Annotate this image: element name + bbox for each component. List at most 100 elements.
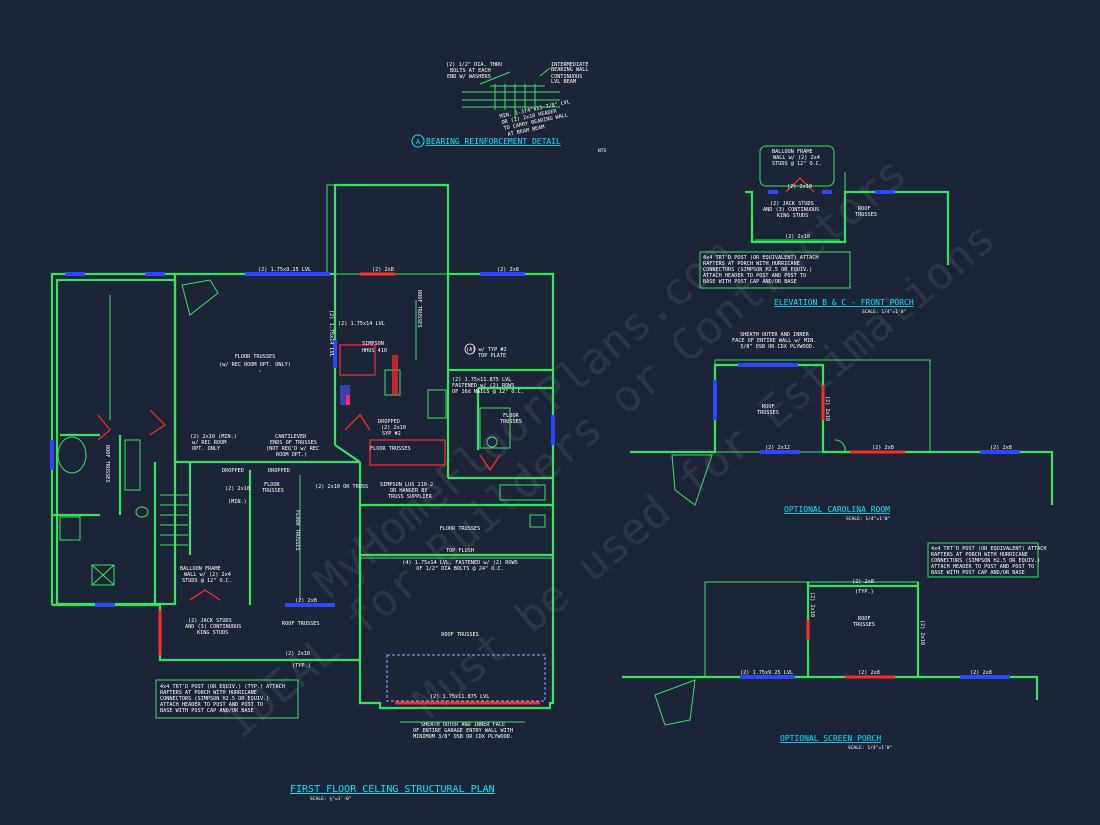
sp-post-2: RAFTERS AT PORCH WITH HURRICANE bbox=[931, 552, 1028, 558]
note-dropped-2: (2) 2x10 bbox=[381, 425, 406, 431]
note-garage-lvl-1: (4) 1.75x14 LVL, FASTENED w/ (2) ROWS bbox=[402, 560, 518, 566]
sp-roof-2: TRUSSES bbox=[853, 622, 875, 628]
detail-marker-letter: A bbox=[416, 138, 421, 146]
cr-side: (2) 2x10 bbox=[824, 396, 830, 421]
sp-roof-1: ROOF bbox=[858, 616, 871, 622]
cr-roof-1: ROOF bbox=[762, 404, 775, 410]
sp-b3: (2) 2x8 bbox=[970, 670, 992, 676]
cr-sheath-1: SHEATH OUTER AND INNER bbox=[740, 332, 810, 338]
note-floor-trusses-stair-1: FLOOR bbox=[264, 482, 280, 488]
note-floor-trusses-right-2: TRUSSES bbox=[500, 419, 522, 425]
note-min: (MIN.) bbox=[228, 499, 247, 505]
cr-b1: (2) 2x12 bbox=[765, 445, 790, 451]
main-plan-title: FIRST FLOOR CELING STRUCTURAL PLAN bbox=[290, 784, 495, 795]
sp-right: (2) 2x10 bbox=[919, 620, 925, 645]
note-balloon-3: STUDS @ 12" O.C. bbox=[182, 578, 232, 584]
front-porch-scale: SCALE: 1/4"=1'0" bbox=[862, 309, 906, 315]
screen-scale: SCALE: 1/4"=1'0" bbox=[848, 745, 892, 751]
note-dropped-3: SYP #2 bbox=[382, 431, 401, 437]
fp-post-4: ATTACH HEADER TO POST AND POST TO bbox=[703, 273, 806, 279]
note-floor-trusses-vert: FLOOR TRUSSES bbox=[294, 510, 300, 551]
note-typ-2: TOP PLATE bbox=[478, 353, 506, 359]
bearing-note-right-2: BEARING WALL bbox=[551, 67, 588, 73]
note-lvl-fastened-2: FASTENED w/ (2) ROWS bbox=[452, 383, 514, 389]
note-or-truss: (2) 2x10 OR TRUSS bbox=[315, 484, 368, 490]
beam-bottom-2x8: (2) 2x8 bbox=[295, 598, 317, 604]
carolina-room-detail: SHEATH OUTER AND INNER FACE OF ENTIRE WA… bbox=[630, 332, 1054, 522]
note-typ: (TYP.) bbox=[292, 663, 311, 669]
half-bath bbox=[479, 407, 511, 449]
bay-top-left bbox=[181, 279, 219, 316]
sp-post-3: CONNECTORS (SIMPSON H2.5 OR EQUIV.) bbox=[931, 558, 1040, 564]
note-cantilever-3: (NOT REQ'D w/ REC bbox=[266, 446, 319, 452]
note-simpson-1: SIMPSON bbox=[362, 341, 384, 347]
fp-roof-2: TRUSSES bbox=[855, 212, 877, 218]
sp-b1: (2) 1.75x9.25 LVL bbox=[740, 670, 793, 676]
note-cantilever-4: ROOM OPT.) bbox=[276, 452, 307, 458]
note-balloon-1: BALLOON FRAME bbox=[180, 566, 221, 572]
fp-post-3: CONNECTORS (SIMPSON H2.5 OR EQUIV.) bbox=[703, 267, 812, 273]
fp-jack-2: AND (3) CONTINUOUS bbox=[763, 207, 819, 213]
beam-top-right-2x8: (2) 2x8 bbox=[497, 267, 519, 273]
washer bbox=[91, 564, 115, 586]
fp-jack-1: (2) JACK STUDS bbox=[770, 201, 814, 207]
note-lvl-fastened-3: OF 16d NAILS @ 12" O.C. bbox=[452, 389, 524, 395]
note-rec-room-only: (w/ REC ROOM OPT. ONLY) bbox=[219, 362, 291, 368]
note-roof-trusses-porch: ROOF TRUSSES bbox=[282, 621, 319, 627]
sp-top: (2) 2x8 bbox=[852, 579, 874, 585]
note-cantilever-1: CANTILEVER bbox=[275, 434, 307, 440]
fp-jack-3: KING STUDS bbox=[777, 213, 808, 219]
sp-post-4: ATTACH HEADER TO POST AND POST TO bbox=[931, 564, 1034, 570]
screen-title: OPTIONAL SCREEN PORCH bbox=[780, 734, 881, 743]
fp-bottom: (2) 2x10 bbox=[785, 234, 810, 240]
main-plan-scale: SCALE: ¼"=1'-0" bbox=[310, 796, 352, 802]
beam-top-lvl: (2) 1.75x9.25 LVL bbox=[258, 267, 311, 273]
sp-b2: (2) 2x8 bbox=[858, 670, 880, 676]
bearing-note-left-1: (2) 1/2" DIA. THRU bbox=[446, 62, 502, 68]
note-jack-1: (2) JACK STUDS bbox=[188, 618, 232, 624]
sp-typ: (TYP.) bbox=[855, 589, 874, 595]
cr-b3: (2) 2x8 bbox=[990, 445, 1012, 451]
fp-post-2: RAFTERS AT PORCH WITH HURRICANE bbox=[703, 261, 800, 267]
note-roof-trusses-vert: ROOF TRUSSES bbox=[416, 290, 422, 327]
porch-post-1: 4x4 TRT'D POST (OR EQUIV.) (TYP.) ATTACH bbox=[160, 684, 285, 690]
note-simpson-lus-3: TRUSS SUPPLIER bbox=[388, 494, 433, 500]
bearing-note-right-4: LVL BEAM bbox=[551, 79, 576, 85]
note-jack-2: AND (3) CONTINUOUS bbox=[185, 624, 241, 630]
note-jack-3: KING STUDS bbox=[197, 630, 228, 636]
note-typ-1: (A) w/ TYP #2 bbox=[466, 347, 507, 353]
carolina-scale: SCALE: 1/4"=1'0" bbox=[846, 516, 890, 522]
note-dropped-a: DROPPED bbox=[222, 468, 244, 474]
carolina-title: OPTIONAL CAROLINA ROOM bbox=[784, 505, 890, 514]
note-roof-trusses-garage: ROOF TRUSSES bbox=[441, 632, 478, 638]
cr-b2: (2) 2x8 bbox=[872, 445, 894, 451]
detail-marker bbox=[411, 134, 425, 148]
note-top-flush: TOP FLUSH bbox=[446, 548, 474, 554]
front-porch-title: ELEVATION B & C - FRONT PORCH bbox=[774, 298, 914, 307]
sp-post-5: BASE WITH POST CAP AND/OR BASE bbox=[931, 570, 1025, 576]
beam-stair-2x10: (2) 2x10 bbox=[225, 486, 250, 492]
note-floor-trusses-kitchen: FLOOR TRUSSES bbox=[370, 446, 411, 452]
note-lvl-fastened-1: (2) 1.75x11.875 LVL bbox=[452, 377, 511, 383]
range bbox=[427, 389, 447, 419]
fp-balloon-2: WALL w/ (2) 2x4 bbox=[773, 155, 820, 161]
pantry-shelf bbox=[499, 484, 546, 501]
note-floor-trusses-stair-2: TRUSSES bbox=[262, 488, 284, 494]
note-simpson-2: HHUS 410 bbox=[362, 348, 387, 354]
bearing-note-left-3: END W/ WASHERS bbox=[447, 74, 491, 80]
front-porch-detail: BALLOON FRAME WALL w/ (2) 2x4 STUDS @ 12… bbox=[699, 145, 950, 315]
bearing-note-right-3: CONTINUOUS bbox=[551, 74, 582, 80]
note-rec-room-1: (2) 2x10 (MIN.) bbox=[190, 434, 237, 440]
sheath-3: MINIMUM 3/8" OSB OR CDX PLYWOOD. bbox=[413, 734, 513, 740]
note-rec-room-3: OPT. ONLY bbox=[192, 446, 221, 452]
note-dropped-1: DROPPED bbox=[378, 419, 400, 425]
note-roof-trusses-side: ROOF TRUSSES bbox=[104, 445, 110, 482]
note-balloon-2: WALL w/ (2) 2x4 bbox=[184, 572, 231, 578]
note-dropped-b: DROPPED bbox=[268, 468, 290, 474]
sp-post-1: 4x4 TRT'D POST (OR EQUIVALENT) ATTACH bbox=[931, 546, 1047, 552]
watermark-line-2: IDEAL for Builders or Contractors bbox=[214, 147, 916, 748]
beam-side-lvl: (2) 1.75x14 LVL bbox=[328, 310, 334, 357]
fp-balloon-3: STUDS @ 12" O.C. bbox=[772, 161, 822, 167]
bearing-title: BEARING REINFORCEMENT DETAIL bbox=[426, 137, 561, 146]
